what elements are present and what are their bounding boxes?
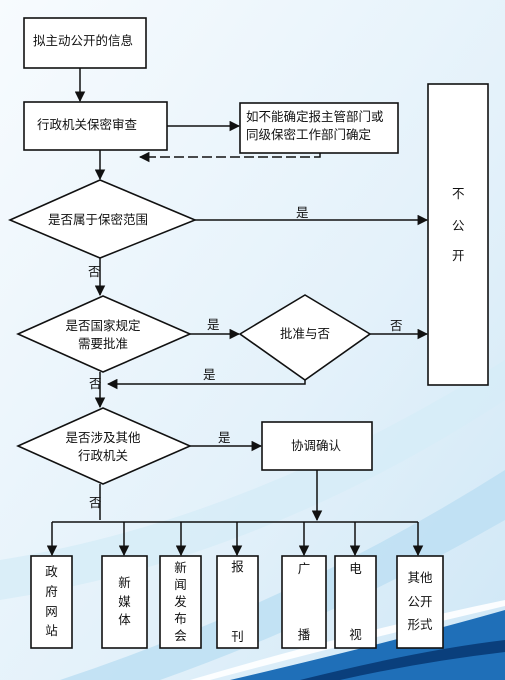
- channel-5-char-2: 播: [297, 626, 311, 642]
- channel-label-7: 其他 公开 形式: [397, 562, 443, 642]
- channel-1-char-1: 政: [45, 564, 58, 580]
- not-public-char-3: 开: [452, 248, 465, 263]
- channel-1-char-4: 站: [45, 623, 58, 639]
- not-public-char-1: 不: [452, 186, 465, 201]
- channel-box-3: [159, 555, 202, 649]
- channel-1-char-2: 府: [45, 583, 58, 599]
- channel-7-line-3: 形式: [407, 617, 433, 633]
- channel-4-char-2: 刊: [231, 628, 244, 644]
- channel-box-2: [101, 555, 148, 649]
- node-draft-box: [23, 17, 147, 69]
- channel-label-4: 报 刊: [217, 559, 258, 644]
- channel-4-char-1: 报: [231, 559, 244, 574]
- edge-label-yes-approve: 是: [203, 367, 216, 382]
- channel-label-5: 广 播: [282, 561, 326, 642]
- not-public-char-2: 公: [452, 218, 465, 233]
- channel-5-char-1: 广: [297, 561, 311, 576]
- channel-2-char-3: 体: [118, 612, 131, 628]
- node-other-label-2: 行政机关: [77, 448, 128, 463]
- channel-7-line-1: 其他: [407, 570, 433, 586]
- node-other-label-1: 是否涉及其他: [65, 430, 141, 445]
- edge-label-yes-approval: 是: [207, 317, 220, 332]
- edge-label-no-other: 否: [89, 495, 102, 510]
- channel-2-char-2: 媒: [118, 593, 131, 609]
- channel-7-line-2: 公开: [407, 593, 433, 609]
- node-uncertain-label-2: 同级保密工作部门确定: [246, 127, 372, 142]
- node-secret-label: 是否属于保密范围: [48, 212, 149, 227]
- node-review-label: 行政机关保密审查: [37, 117, 138, 132]
- node-uncertain-label-1: 如不能确定报主管部门或: [246, 109, 384, 124]
- edge-label-yes-other: 是: [218, 430, 231, 445]
- channel-label-1: 政 府 网 站: [31, 560, 72, 644]
- channel-label-2: 新 媒 体: [102, 572, 147, 632]
- node-approve-label: 批准与否: [280, 326, 331, 341]
- node-approval-label-2: 需要批准: [77, 336, 128, 351]
- channel-box-4: [216, 555, 259, 649]
- node-draft-label: 拟主动公开的信息: [33, 33, 134, 48]
- channel-box-5: [281, 555, 327, 649]
- channel-3-char-3: 发: [174, 593, 187, 609]
- channel-label-3: 新 闻 发 布 会: [160, 558, 201, 646]
- channel-6-char-2: 视: [349, 626, 362, 642]
- edge-approve-yes: [106, 378, 306, 390]
- edge-label-no-secret: 否: [88, 264, 101, 279]
- edge-uncertain-back: [138, 151, 321, 163]
- node-coordinate-label: 协调确认: [291, 438, 342, 453]
- edge-label-yes-secret: 是: [296, 205, 309, 220]
- channel-3-char-1: 新: [174, 559, 187, 575]
- channel-box-7: [396, 555, 444, 649]
- channel-2-char-1: 新: [118, 575, 131, 591]
- channel-box-1: [30, 555, 73, 649]
- channel-6-char-1: 电: [349, 561, 362, 576]
- node-coordinate-box: [261, 421, 373, 471]
- node-approval-label-1: 是否国家规定: [65, 318, 141, 333]
- edge-label-no-approve: 否: [390, 318, 403, 333]
- channel-3-char-4: 布: [174, 610, 187, 626]
- swoosh-dark: [300, 640, 505, 680]
- channel-3-char-2: 闻: [174, 576, 187, 592]
- edge-label-no-approval: 否: [89, 376, 102, 391]
- channel-label-6: 电 视: [335, 561, 376, 642]
- swoosh-blue: [230, 610, 505, 680]
- channel-1-char-3: 网: [45, 603, 58, 619]
- node-not-public-box: [427, 83, 489, 386]
- channel-3-char-5: 会: [174, 627, 187, 643]
